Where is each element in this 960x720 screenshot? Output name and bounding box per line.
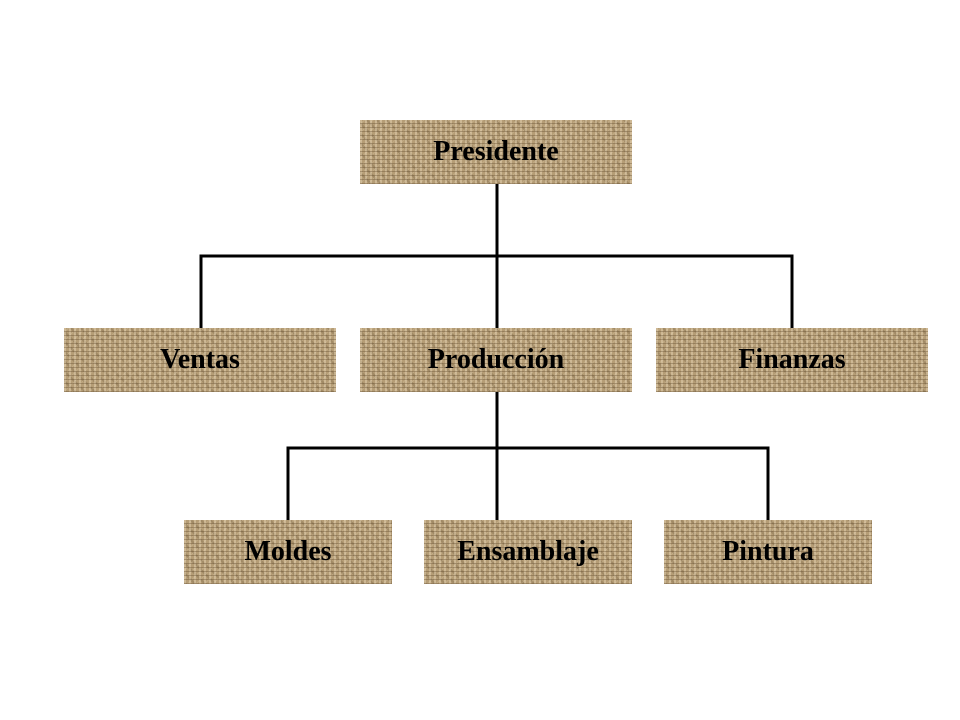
node-pintura: Pintura — [664, 520, 872, 584]
node-ventas-label: Ventas — [160, 344, 240, 375]
node-ventas: Ventas — [64, 328, 336, 392]
node-ensamblaje: Ensamblaje — [424, 520, 632, 584]
node-moldes: Moldes — [184, 520, 392, 584]
node-finanzas: Finanzas — [656, 328, 928, 392]
node-produccion: Producción — [360, 328, 632, 392]
node-moldes-label: Moldes — [244, 536, 332, 567]
node-presidente: Presidente — [360, 120, 632, 184]
node-presidente-label: Presidente — [433, 136, 559, 167]
node-finanzas-label: Finanzas — [738, 344, 846, 375]
node-pintura-label: Pintura — [722, 536, 814, 567]
node-ensamblaje-label: Ensamblaje — [457, 536, 599, 567]
node-produccion-label: Producción — [427, 344, 565, 375]
